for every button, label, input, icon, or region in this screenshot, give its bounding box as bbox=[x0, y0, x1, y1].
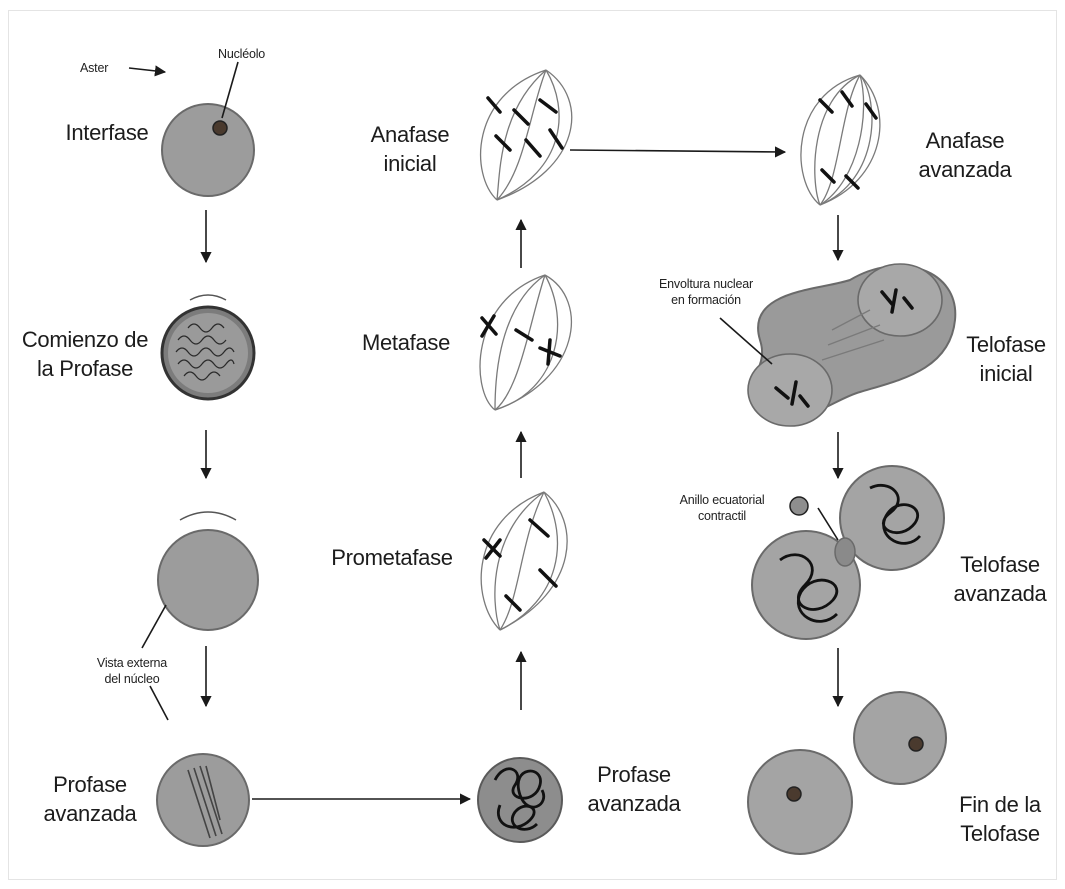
late-prophase-cell-left bbox=[157, 733, 249, 867]
profase-avanzada-left-label: Profase avanzada bbox=[30, 770, 150, 828]
prometafase-label: Prometafase bbox=[322, 543, 462, 572]
early-anaphase-spindle bbox=[481, 58, 572, 212]
arrow-to-anafase-avanzada bbox=[570, 150, 785, 152]
anillo-annotation: Anillo ecuatorial contractil bbox=[662, 492, 782, 524]
aster-icon bbox=[485, 846, 509, 870]
aster-icon bbox=[171, 843, 195, 867]
aster-pointer bbox=[129, 68, 165, 72]
vista-externa-pointer-bottom bbox=[150, 686, 168, 720]
comienzo-profase-label: Comienzo de la Profase bbox=[10, 325, 160, 383]
aster-icon bbox=[216, 733, 240, 757]
interfase-cell bbox=[162, 66, 254, 196]
late-prophase-cell-center bbox=[478, 728, 562, 870]
aster-icon bbox=[228, 491, 252, 515]
aster-icon bbox=[168, 278, 192, 302]
prometaphase-spindle bbox=[481, 480, 567, 644]
aster-icon bbox=[536, 728, 560, 752]
anillo-symbol bbox=[790, 497, 808, 515]
aster-icon bbox=[224, 280, 248, 304]
interfase-label: Interfase bbox=[52, 118, 162, 147]
early-prophase-cell bbox=[162, 278, 254, 399]
aster-annotation: Aster bbox=[80, 60, 108, 76]
metafase-label: Metafase bbox=[350, 328, 462, 357]
nucleolo-annotation: Nucléolo bbox=[218, 46, 265, 62]
aster-icon bbox=[170, 66, 194, 90]
metaphase-spindle bbox=[480, 263, 571, 424]
telofase-inicial-label: Telofase inicial bbox=[956, 330, 1056, 388]
early-telophase-cell bbox=[748, 264, 955, 426]
aster-icon bbox=[164, 493, 188, 517]
fin-telofase-label: Fin de la Telofase bbox=[945, 790, 1055, 848]
anafase-avanzada-label: Anafase avanzada bbox=[905, 126, 1025, 184]
anafase-inicial-label: Anafase inicial bbox=[360, 120, 460, 178]
end-telophase-cells bbox=[748, 692, 946, 854]
late-anaphase-spindle bbox=[801, 63, 880, 219]
profase-avanzada-center-label: Profase avanzada bbox=[574, 760, 694, 818]
telofase-avanzada-label: Telofase avanzada bbox=[940, 550, 1060, 608]
envoltura-annotation: Envoltura nuclear en formación bbox=[646, 276, 766, 308]
nucleolus-dot bbox=[213, 121, 227, 135]
nuclear-view-cell bbox=[158, 491, 258, 630]
vista-externa-annotation: Vista externa del núcleo bbox=[72, 655, 192, 687]
vista-externa-pointer-top bbox=[142, 605, 166, 648]
